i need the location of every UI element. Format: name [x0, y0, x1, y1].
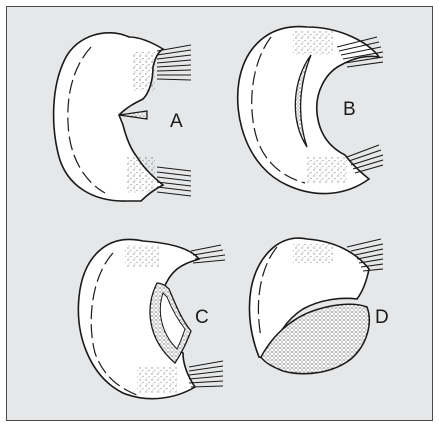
figure-drawing: A B	[7, 7, 432, 420]
panel-a: A	[54, 33, 191, 201]
stipple-shading	[293, 31, 333, 55]
stipple-shading	[127, 157, 155, 193]
panel-d: D	[249, 238, 388, 374]
stipple-shading	[133, 51, 155, 91]
panel-label-c: C	[195, 307, 209, 328]
meniscus-tear-figure: A B	[6, 6, 433, 421]
panel-b: B	[238, 27, 383, 194]
stipple-shading	[137, 367, 177, 393]
panel-label-d: D	[375, 307, 389, 328]
panel-label-b: B	[343, 99, 356, 120]
stipple-shading	[307, 157, 347, 183]
panel-c: C	[78, 239, 225, 398]
stipple-shading	[125, 245, 159, 267]
stipple-shading	[293, 243, 333, 263]
panel-label-a: A	[170, 111, 183, 132]
